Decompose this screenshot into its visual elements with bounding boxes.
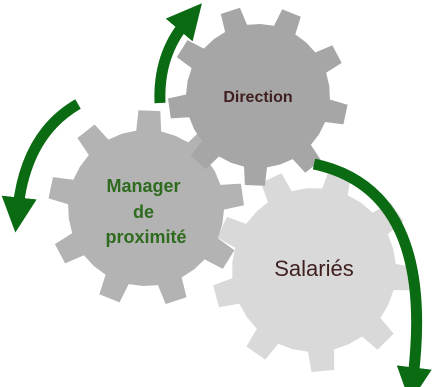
manager-label-line-3: proximité <box>105 227 186 247</box>
salaries-label: Salariés <box>274 256 353 281</box>
manager-label-line-2: de <box>133 202 154 222</box>
arrow-around-salaries <box>312 158 432 387</box>
direction-label: Direction <box>223 89 292 106</box>
manager-label-line-1: Manager <box>106 176 180 196</box>
arrow-around-manager <box>1 99 81 233</box>
gear-direction <box>168 7 348 186</box>
manager-label: Manager de proximité <box>105 176 186 247</box>
arrow-around-direction <box>154 3 202 104</box>
gear-salaries <box>213 169 416 372</box>
